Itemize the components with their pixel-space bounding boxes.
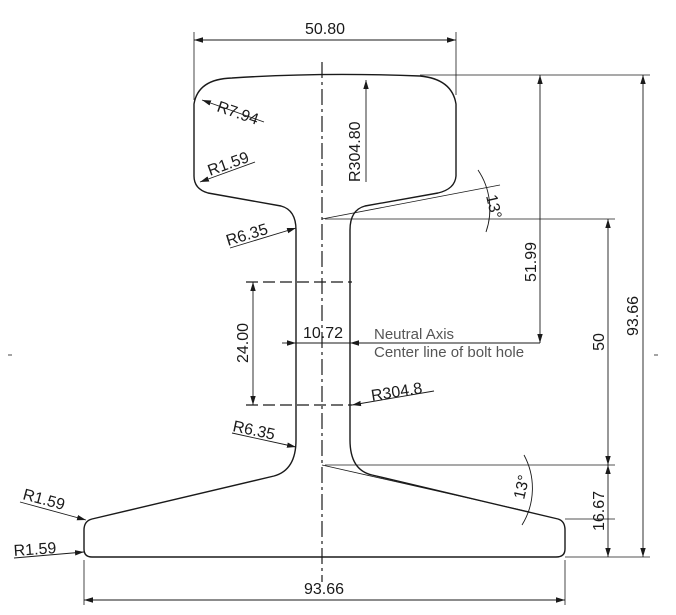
base-top-corner-leader xyxy=(19,501,87,521)
head-bottom-corner-label: R1.59 xyxy=(206,149,252,180)
upper-fillet-leader xyxy=(229,227,297,249)
bolt-spacing-label: 24.00 xyxy=(235,323,252,363)
total-height-label: 93.66 xyxy=(625,296,642,336)
upper-taper-label: 13° xyxy=(482,193,504,220)
neutral-axis-note: Neutral Axis xyxy=(374,326,454,343)
rail-outline xyxy=(83,73,566,558)
head-crown-label: R304.80 xyxy=(347,121,364,182)
height-51-label: 51.99 xyxy=(523,242,540,282)
head-top-corner-label: R7.94 xyxy=(215,99,261,129)
lower-fillet-leader xyxy=(231,432,297,448)
base-top-corner-label: R1.59 xyxy=(21,486,67,513)
head-top-corner-leader xyxy=(201,99,265,123)
web-thickness-label: 10.72 xyxy=(303,325,343,342)
base-width-label: 93.66 xyxy=(304,581,344,598)
web-radius-leader xyxy=(351,390,435,407)
lower-fillet-label: R6.35 xyxy=(231,418,276,444)
height-50-label: 50 xyxy=(591,333,608,351)
base-height-label: 16.67 xyxy=(591,491,608,531)
lower-taper-arc xyxy=(521,454,533,526)
upper-taper-reference xyxy=(321,184,501,220)
lower-taper-label: 13° xyxy=(511,473,533,500)
lower-taper-reference xyxy=(321,464,531,513)
head-bottom-corner-leader xyxy=(199,161,256,183)
base-bottom-corner-label: R1.59 xyxy=(13,540,57,560)
upper-fillet-label: R6.35 xyxy=(224,221,270,250)
web-radius-label: R304.8 xyxy=(370,380,424,405)
head-width-label: 50.80 xyxy=(305,21,345,38)
base-bottom-corner-leader xyxy=(13,550,85,559)
bolt-hole-note: Center line of bolt hole xyxy=(374,344,524,361)
upper-taper-arc xyxy=(477,169,491,233)
